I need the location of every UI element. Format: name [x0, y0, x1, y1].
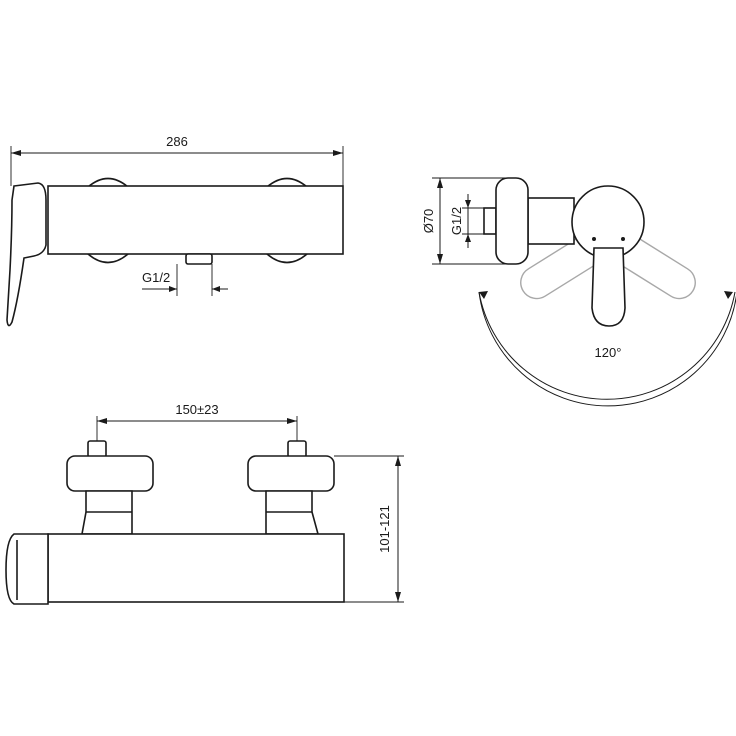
profile-body: [527, 197, 575, 245]
dim-label-101-121: 101-121: [377, 505, 392, 553]
outlet-nipple: [185, 253, 213, 265]
dim-label-120: 120°: [595, 345, 622, 360]
front-view: G1/2 286: [6, 134, 344, 327]
lever-dot-left: [592, 237, 596, 241]
rosette-left-bottom: [87, 253, 129, 264]
dim-label-d70: Ø70: [421, 209, 436, 234]
top-view: 150±23 101-121: [5, 402, 404, 605]
rosette-right: [247, 455, 335, 492]
top-lever: [5, 533, 49, 605]
dim-label-g12-profile: G1/2: [449, 207, 464, 235]
inlet-stub-left: [87, 440, 107, 458]
lever-dot-right: [621, 237, 625, 241]
dim-label-g12-side: G1/2: [142, 270, 170, 285]
dim-label-150: 150±23: [175, 402, 218, 417]
lever-handle: [591, 247, 626, 327]
rosette-right-top: [266, 177, 308, 188]
dim-label-286: 286: [166, 134, 188, 149]
top-body: [47, 533, 345, 603]
rosette-right-bottom: [266, 253, 308, 264]
profile-rosette: [495, 177, 529, 265]
rosette-left: [66, 455, 154, 492]
profile-inlet: [483, 207, 497, 235]
inlet-stub-right: [287, 440, 307, 458]
mixer-body: [47, 185, 344, 255]
rotation-arc: [478, 291, 736, 407]
mixer-lever: [6, 182, 47, 327]
profile-view: Ø70 G1/2 120°: [421, 177, 736, 407]
rosette-left-top: [87, 177, 129, 188]
